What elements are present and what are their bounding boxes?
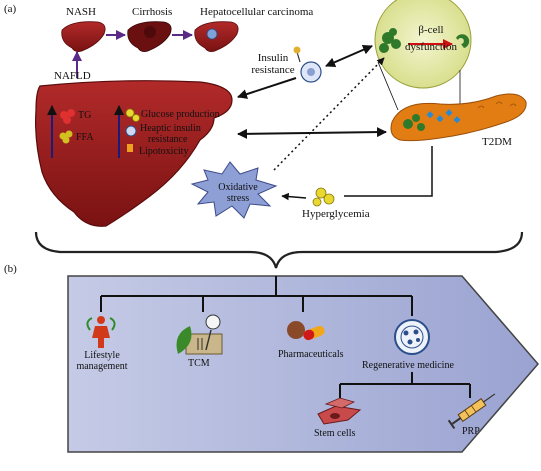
islet-cells-icon <box>379 28 401 53</box>
oxidative-stress-label: Oxidative stress <box>210 182 266 204</box>
glucose-icon <box>125 108 140 122</box>
lipotoxicity-label: Lipotoxicity <box>139 146 189 157</box>
prp-syringe-icon <box>447 393 496 430</box>
line-pancreas-hyperglycemia <box>344 146 433 197</box>
insulin-receptor-icon <box>125 125 137 137</box>
beta-cell-circle <box>374 0 472 89</box>
liver-cirrhosis-icon <box>127 21 172 52</box>
cirrhosis-label: Cirrhosis <box>132 6 173 18</box>
bracket <box>34 231 524 269</box>
stem-cells-label: Stem cells <box>314 428 356 439</box>
lifestyle-line2: management <box>76 361 128 372</box>
oxidative-stress-line2: stress <box>226 193 250 204</box>
liver-hcc-icon <box>194 21 239 52</box>
pharmaceuticals-icon <box>287 321 325 341</box>
regenerative-medicine-icon <box>394 319 430 355</box>
ffa-label: FFA <box>76 132 94 143</box>
lifestyle-label: Lifestyle management <box>72 350 132 372</box>
treatment-panel <box>67 275 539 453</box>
lifestyle-icon <box>86 316 116 348</box>
ffa-molecule-icon <box>59 130 73 144</box>
hyperglycemia-glucose-icon <box>312 187 335 207</box>
glucose-production-label: Glucose production <box>141 109 220 120</box>
arrow-hyperglycemia-stress <box>281 192 307 201</box>
liver-nash-icon <box>61 21 106 52</box>
stem-cells-icon <box>317 397 362 425</box>
insulin-resistance-line1: Insulin <box>257 52 289 64</box>
hcc-label: Hepatocellular carcinoma <box>200 6 314 18</box>
nash-label: NASH <box>66 6 96 18</box>
zoom-line-left <box>377 61 399 111</box>
beta-cell-label: β-cell dysfunction <box>398 24 464 53</box>
tg-label: TG <box>78 110 92 121</box>
oxidative-stress-line1: Oxidative <box>218 182 258 193</box>
pancreas-icon <box>390 93 527 142</box>
lipotoxicity-icon <box>127 144 133 152</box>
hyperglycemia-label: Hyperglycemia <box>302 208 370 220</box>
arrow-liver-pancreas <box>237 127 387 139</box>
damaged-beta-cell-icon <box>456 34 470 48</box>
insulin-resistance-line2: resistance <box>251 64 295 77</box>
dotted-arrow-stress-betacell <box>273 57 385 171</box>
pharmaceuticals-label: Pharmaceuticals <box>278 349 344 360</box>
insulin-resistance-cell-icon <box>293 46 322 83</box>
resistance-label: resistance <box>148 134 188 145</box>
arrow-ir-betacell <box>325 45 373 67</box>
tg-molecule-icon <box>60 109 75 124</box>
oxidative-stress-burst <box>190 161 278 219</box>
panel-label-a: (a) <box>4 3 17 15</box>
lifestyle-line1: Lifestyle <box>84 350 120 361</box>
tree-lines <box>100 276 471 400</box>
liver-nafld-icon <box>35 80 233 227</box>
regenerative-medicine-label: Regenerative medicine <box>362 360 454 371</box>
panel-label-b: (b) <box>4 263 17 275</box>
beta-cell-line2: dysfunction <box>405 41 457 54</box>
beta-cell-line1: β-cell <box>418 24 444 36</box>
t2dm-label: T2DM <box>482 136 512 148</box>
tcm-icon <box>176 314 223 355</box>
prp-label: PRP <box>462 426 480 437</box>
insulin-resistance-label: Insulin resistance <box>248 52 298 76</box>
arrow-ir-liver <box>237 77 297 99</box>
hepatic-insulin-label: Heaptic insulin <box>140 123 201 134</box>
nafld-label: NAFLD <box>54 70 91 82</box>
tcm-label: TCM <box>188 358 210 369</box>
